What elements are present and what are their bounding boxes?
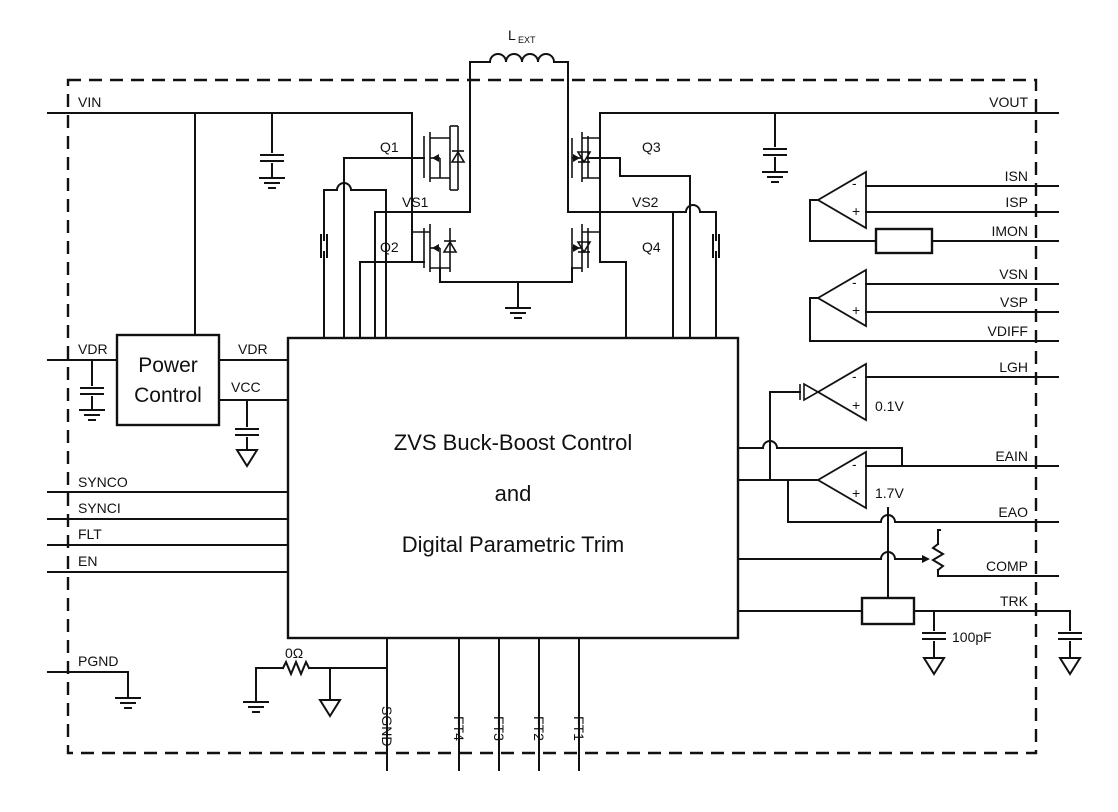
vs1-node <box>374 177 471 339</box>
ea-minus: - <box>852 456 857 472</box>
vin-rail <box>47 112 413 339</box>
sgnd-net <box>243 637 388 771</box>
pin-isp: ISP <box>1005 194 1028 210</box>
diode-icon <box>803 382 820 402</box>
q4-label: Q4 <box>642 239 661 255</box>
q2-label: Q2 <box>380 239 399 255</box>
pin-eao: EAO <box>998 504 1028 520</box>
pin-flt: FLT <box>78 526 102 542</box>
q1-label: Q1 <box>380 139 399 155</box>
vs2-label: VS2 <box>632 194 659 210</box>
pin-vout: VOUT <box>989 94 1028 110</box>
right-gate-nets <box>619 175 720 339</box>
lgh-plus: + <box>852 397 860 413</box>
isense-minus: - <box>852 175 857 191</box>
inductor-icon <box>488 53 556 64</box>
vsense-plus: + <box>852 302 860 318</box>
pgnd-net <box>47 671 141 709</box>
pin-comp: COMP <box>986 558 1028 574</box>
trk-net: 100pF <box>737 507 1082 675</box>
lgh-minus: - <box>852 368 857 384</box>
vdr-pin-net <box>47 359 118 421</box>
vs2-node <box>567 177 717 233</box>
pin-synci: SYNCI <box>78 500 121 516</box>
voltage-sense-amplifier: - + <box>809 268 1059 342</box>
left-gate-nets <box>320 182 387 339</box>
isense-plus: + <box>852 203 860 219</box>
pin-lgh: LGH <box>999 359 1028 375</box>
vsense-minus: - <box>852 274 857 290</box>
pin-vsp: VSP <box>1000 294 1028 310</box>
vout-rail <box>599 112 1059 183</box>
pin-ft2: FT2 <box>531 716 547 741</box>
pin-vdiff: VDIFF <box>988 323 1028 339</box>
pin-vsn: VSN <box>999 266 1028 282</box>
inductor-label-main: L <box>508 27 516 43</box>
q4-mosfet-icon: Q4 <box>571 224 661 339</box>
comp-potentiometer <box>737 529 1059 577</box>
vdr-inner-label: VDR <box>238 341 268 357</box>
power-control-block: Power Control <box>115 333 221 427</box>
inductor-lext <box>469 53 569 201</box>
bottom-pin-labels: SGND FT4 FT3 FT2 FT1 <box>379 706 587 746</box>
q3-label: Q3 <box>642 139 661 155</box>
title-line-2: and <box>495 481 532 506</box>
vs1-label: VS1 <box>402 194 429 210</box>
zero-ohm-resistor-icon <box>281 659 311 677</box>
pin-imon: IMON <box>991 223 1028 239</box>
lgh-comparator: - + 0.1V <box>769 362 1059 481</box>
pin-isn: ISN <box>1005 168 1028 184</box>
left-pin-labels: VIN VDR SYNCO SYNCI FLT EN PGND <box>78 94 128 669</box>
inductor-label: L EXT <box>508 27 536 45</box>
imon-resistor-icon <box>874 227 934 255</box>
pin-synco: SYNCO <box>78 474 128 490</box>
cap-100pf: 100pF <box>952 629 992 645</box>
power-control-label-1: Power <box>138 354 198 377</box>
pin-vin: VIN <box>78 94 101 110</box>
pin-en: EN <box>78 553 97 569</box>
pin-trk: TRK <box>1000 593 1029 609</box>
potentiometer-icon <box>931 542 945 572</box>
ref-0p1v: 0.1V <box>875 398 904 414</box>
pin-vdr: VDR <box>78 341 108 357</box>
ref-1p7v: 1.7V <box>875 485 904 501</box>
q3-mosfet-icon: Q3 <box>571 112 661 182</box>
vcc-label: VCC <box>231 379 261 395</box>
q1-mosfet-icon: Q1 <box>343 125 466 191</box>
vdr-vcc-net <box>218 359 289 467</box>
pin-pgnd: PGND <box>78 653 118 669</box>
title-line-1: ZVS Buck-Boost Control <box>394 430 632 455</box>
pin-ft1: FT1 <box>571 716 587 741</box>
left-control-pins <box>47 491 289 573</box>
title-line-3: Digital Parametric Trim <box>402 532 624 557</box>
ft-pins <box>458 637 580 771</box>
zero-ohm-label: 0Ω <box>285 645 303 661</box>
q2-mosfet-icon: Q2 <box>359 224 458 339</box>
pin-ft4: FT4 <box>451 716 467 741</box>
error-amplifier: - + 1.7V <box>737 440 1059 524</box>
package-outline <box>66 78 1038 755</box>
pin-eain: EAIN <box>995 448 1028 464</box>
current-sense-amplifier: - + <box>809 170 1059 255</box>
power-ground <box>439 281 573 319</box>
power-control-label-2: Control <box>134 384 202 407</box>
ea-plus: + <box>852 485 860 501</box>
trk-resistor-icon <box>860 596 916 626</box>
inductor-label-sub: EXT <box>518 35 536 45</box>
pin-sgnd: SGND <box>379 706 395 746</box>
main-control-block: ZVS Buck-Boost Control and Digital Param… <box>286 336 740 640</box>
right-pin-labels: VOUT ISN ISP IMON VSN VSP VDIFF LGH EAIN… <box>986 94 1029 609</box>
pin-ft3: FT3 <box>491 716 507 741</box>
